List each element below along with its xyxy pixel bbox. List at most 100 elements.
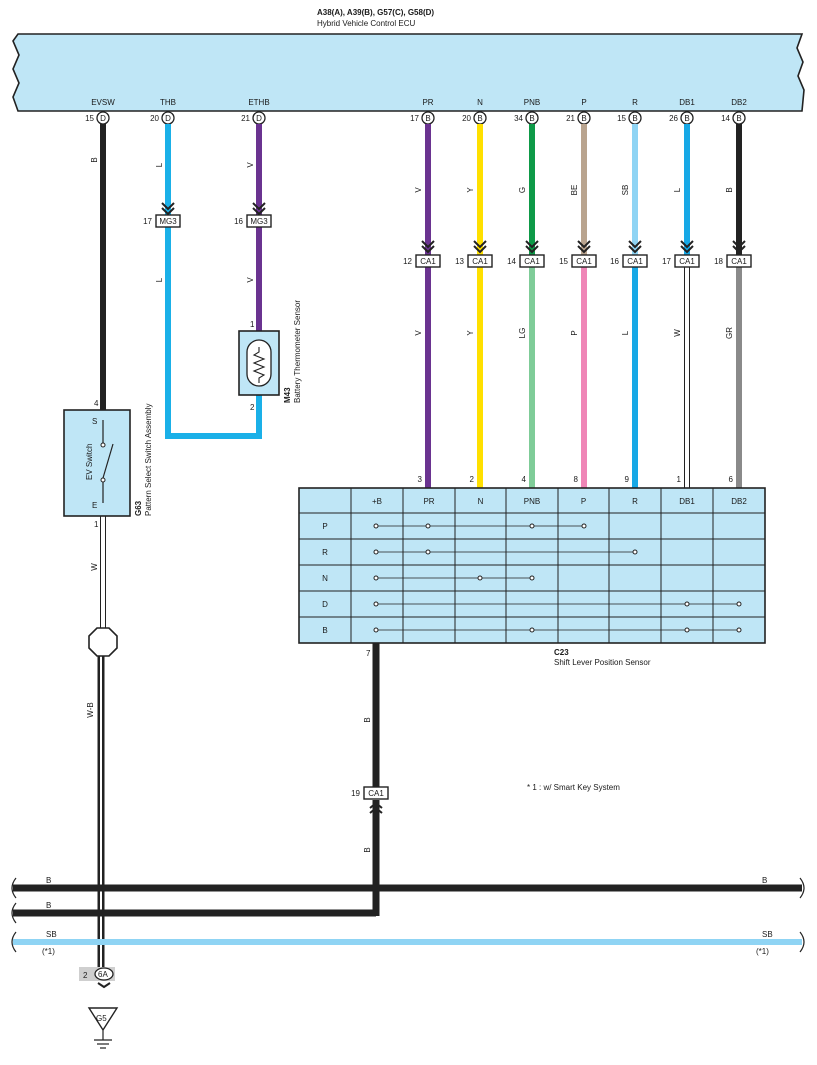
switch-pin-top: 4: [94, 399, 99, 408]
connector-arrow: [421, 245, 435, 254]
switch-pin-bottom: 1: [94, 520, 99, 529]
bus-note-right: (*1): [756, 947, 769, 956]
ecu-box: [12, 33, 805, 112]
ecu-pin-name: EVSW: [91, 98, 115, 107]
wire-shift-code-bottom: GR: [725, 327, 734, 339]
ecu-pin-connector: B: [477, 114, 482, 123]
connector-arrow: [680, 245, 694, 254]
shift-sensor-pin: 1: [677, 475, 682, 484]
wire-sensor-ground-code-lower: B: [363, 847, 372, 852]
connector-box: [519, 254, 545, 268]
ecu-subtitle: Hybrid Vehicle Control ECU: [317, 19, 415, 28]
connector-box: [571, 254, 597, 268]
connector-arrow: [732, 245, 746, 254]
connector-label: CA1: [472, 257, 488, 266]
ecu-pin-name: DB2: [731, 98, 747, 107]
wire-shift-code-top: L: [673, 187, 682, 192]
ecu-pin-number: 15: [617, 114, 626, 123]
mg3-connector-1: MG3 16: [234, 214, 272, 228]
wire-evsw-code: B: [90, 157, 99, 162]
table-contact-dot: [581, 523, 587, 529]
ecu-pin-name: PNB: [524, 98, 540, 107]
connector-box: [415, 254, 441, 268]
connector-label: MG3: [159, 217, 177, 226]
wire-shift-code-bottom: L: [621, 330, 630, 335]
connector-arrow: [252, 207, 266, 216]
connector-arrow: [473, 240, 487, 249]
ecu-pin-connector: B: [632, 114, 637, 123]
ecu-pin-connector: B: [425, 114, 430, 123]
ca1-connector-5: CA1 17: [662, 254, 700, 268]
connector-box: [246, 214, 272, 228]
switch-contact-icon: [102, 443, 114, 479]
table-contact-dot: [736, 627, 742, 633]
splice-point-icon: [88, 627, 118, 657]
shift-sensor-pin: 2: [470, 475, 475, 484]
table-row-label: R: [322, 548, 328, 557]
connector-arrow: [161, 202, 175, 211]
connector-box: [726, 254, 752, 268]
sensor-pin-bottom: 2: [250, 403, 255, 412]
table-contact-dot: [373, 575, 379, 581]
bus-label-left: B: [46, 876, 51, 885]
connector-number: 19: [351, 789, 360, 798]
wire-shift-code-bottom: V: [414, 330, 423, 336]
table-row-label: B: [322, 626, 327, 635]
table-contact-dot: [373, 523, 379, 529]
smart-key-note: * 1 : w/ Smart Key System: [527, 783, 620, 792]
connector-label: CA1: [679, 257, 695, 266]
table-contact-dot: [736, 601, 742, 607]
bus-label-right: SB: [762, 930, 773, 939]
connector-box: [467, 254, 493, 268]
battery-thermometer-sensor: 1 2 M43 Battery Thermometer Sensor: [238, 300, 302, 412]
wire-switch-wb-code: W-B: [86, 702, 95, 717]
ground-conn-label: 6A: [98, 970, 108, 979]
connector-arrow: [369, 801, 383, 809]
ecu-pin-number: 17: [410, 114, 419, 123]
sensor-code: M43: [283, 387, 292, 403]
table-contact-dot: [373, 549, 379, 555]
ground-conn-num: 2: [83, 971, 88, 980]
connector-arrow: [473, 245, 487, 254]
table-contact-dot: [529, 627, 535, 633]
bus-label-left: SB: [46, 930, 57, 939]
table-column-header: DB1: [679, 497, 695, 506]
ground-assembly: 2 6A G5: [79, 967, 119, 1049]
ecu-pin-number: 15: [85, 114, 94, 123]
wire-thb-code-top: L: [155, 162, 164, 167]
table-column-header: DB2: [731, 497, 747, 506]
wire-sensor-ground-code: B: [363, 717, 372, 722]
connector-box: [674, 254, 700, 268]
shift-sensor-pin: 4: [522, 475, 527, 484]
ecu-pin-connector: D: [165, 114, 171, 123]
table-contact-dot: [529, 523, 535, 529]
ecu-pin-number: 20: [462, 114, 471, 123]
connector-arrow: [628, 240, 642, 249]
connector-number: 17: [662, 257, 671, 266]
shift-sensor-code: C23: [554, 648, 569, 657]
ecu-pin-name: P: [581, 98, 586, 107]
table-column-header: P: [581, 497, 586, 506]
connector-label: CA1: [420, 257, 436, 266]
ecu-pin-name: THB: [160, 98, 176, 107]
wire-shift-code-top: B: [725, 187, 734, 192]
wire-ethb-code-bottom: V: [246, 277, 255, 283]
ecu-pin-name: N: [477, 98, 483, 107]
connector-label: CA1: [627, 257, 643, 266]
table-column-header: PR: [423, 497, 434, 506]
connector-label: MG3: [250, 217, 268, 226]
bus-label-right: B: [762, 876, 767, 885]
connector-label: CA1: [576, 257, 592, 266]
shift-sensor-pin: 3: [418, 475, 423, 484]
connector-number: 16: [234, 217, 243, 226]
connector-number: 17: [143, 217, 152, 226]
ecu-pin-name: PR: [422, 98, 433, 107]
